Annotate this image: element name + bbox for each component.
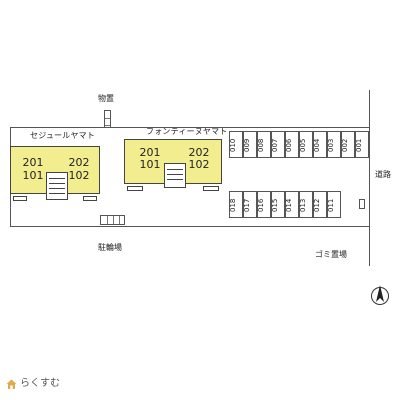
parking-space: 016 <box>257 191 271 218</box>
parking-space: 008 <box>257 131 271 158</box>
building-name-2: フォンティーヌヤマト <box>146 127 228 136</box>
unit-102-b2: 102 <box>188 158 210 171</box>
stairs-2 <box>164 163 186 188</box>
garbage-label: ゴミ置場 <box>315 250 347 259</box>
stairs-1 <box>46 172 68 200</box>
logo-text: らくすむ <box>20 378 60 389</box>
building-name-1: セジュールヤマト <box>30 131 96 140</box>
bike-parking-label: 駐輪場 <box>98 243 122 252</box>
building-2 <box>124 139 222 184</box>
parking-space: 006 <box>285 131 299 158</box>
unit-202-b2: 202 <box>188 146 210 159</box>
parking-space: 002 <box>341 131 355 158</box>
unit-201-b1: 201 <box>22 156 44 169</box>
parking-space: 013 <box>299 191 313 218</box>
parking-space: 011 <box>327 191 341 218</box>
unit-201-b2: 201 <box>139 146 161 159</box>
parking-space: 014 <box>285 191 299 218</box>
unit-202-b1: 202 <box>68 156 90 169</box>
house-icon <box>6 379 17 389</box>
storage-label: 物置 <box>98 94 114 103</box>
parking-space: 018 <box>229 191 243 218</box>
logo: らくすむ <box>6 378 60 390</box>
north-arrow-icon <box>371 285 389 305</box>
parking-space: 003 <box>327 131 341 158</box>
parking-space: 012 <box>313 191 327 218</box>
parking-space: 007 <box>271 131 285 158</box>
parking-space: 005 <box>299 131 313 158</box>
ac-unit <box>203 186 219 191</box>
parking-space: 010 <box>229 131 243 158</box>
bike-rack <box>100 215 125 225</box>
road-label: 道路 <box>375 170 391 179</box>
ac-unit <box>13 196 27 201</box>
unit-102-b1: 102 <box>68 169 90 182</box>
parking-space: 017 <box>243 191 257 218</box>
unit-101-b2: 101 <box>139 158 161 171</box>
parking-space: 015 <box>271 191 285 218</box>
unit-101-b1: 101 <box>22 169 44 182</box>
ac-unit <box>127 186 143 191</box>
ac-unit <box>83 196 97 201</box>
parking-space: 001 <box>355 131 369 158</box>
parking-space: 009 <box>243 131 257 158</box>
parking-space: 004 <box>313 131 327 158</box>
garbage-box <box>359 199 365 209</box>
